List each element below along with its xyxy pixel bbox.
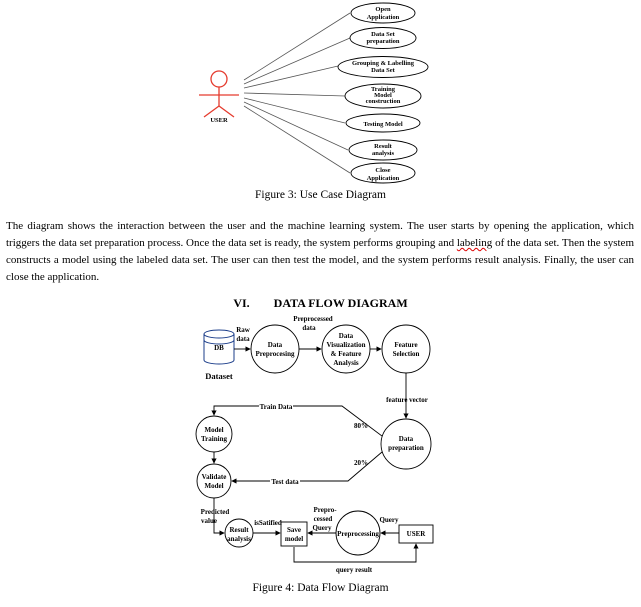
pct-80-label: 80% <box>354 422 368 430</box>
query-label: Query <box>379 516 399 524</box>
feature-l1: Feature <box>394 341 417 349</box>
predicted-l1: Predicted <box>201 508 230 516</box>
feature-l2: Selection <box>393 350 420 358</box>
preprocessed-data-l2: data <box>302 324 316 332</box>
use-case-close-application <box>350 162 416 184</box>
use-case-training-model <box>344 83 422 109</box>
uc-close-l2: Application <box>367 175 400 182</box>
arrow-validate-to-result <box>213 498 225 536</box>
preprocessing-label: Preprocessing <box>337 530 379 538</box>
uc-grp-l2: Data Set <box>371 67 395 74</box>
uc-train-l1: Training <box>371 86 396 93</box>
pq-l3: Query <box>312 524 332 532</box>
uc-result-l1: Result <box>374 143 393 150</box>
validate-l1: Validate <box>202 473 227 481</box>
actor-label: USER <box>210 117 228 124</box>
query-result-label: query result <box>336 566 373 574</box>
uc-open-l2: Application <box>367 14 400 21</box>
use-case-testing-model <box>345 113 421 133</box>
test-data-label: Test data <box>271 478 299 486</box>
use-case-open-application <box>350 2 416 24</box>
user-box-label: USER <box>407 530 427 538</box>
node-save-model <box>280 521 308 547</box>
use-case-data-set-preparation <box>349 27 417 49</box>
uc-dsp-l1: Data Set <box>371 31 395 38</box>
vis-l4: Analysis <box>333 359 359 367</box>
training-l2: Training <box>201 435 227 443</box>
figure-3-caption: Figure 3: Use Case Diagram <box>255 189 386 201</box>
training-l1: Model <box>204 426 223 434</box>
pq-l1: Prepro- <box>313 506 337 514</box>
database-icon <box>203 329 235 365</box>
uc-result-l2: analysis <box>372 150 395 157</box>
vis-l2: Visualization <box>326 341 365 349</box>
node-user <box>398 524 434 544</box>
vis-l3: & Feature <box>331 350 362 358</box>
prep-l2: preparation <box>388 444 424 452</box>
use-case-grouping-labelling <box>337 56 429 78</box>
use-case-result-analysis <box>348 139 418 161</box>
preprocessed-data-l1: Preprocessed <box>293 315 333 323</box>
node-data-preprocessing <box>250 324 300 374</box>
pct-20-label: 20% <box>354 459 368 467</box>
node-model-training <box>195 415 233 453</box>
data-flow-diagram: DB Dataset Raw data Preprocessed data <box>195 315 434 574</box>
predicted-l2: value <box>201 517 217 525</box>
paragraph-part-1: The diagram shows the interaction betwee… <box>6 220 634 249</box>
raw-data-l2: data <box>236 335 250 343</box>
figure-4-caption: Figure 4: Data Flow Diagram <box>252 582 389 594</box>
use-case-diagram: USER Open Application Data Set preparati… <box>199 2 429 184</box>
arrow-query-result <box>293 543 419 563</box>
raw-data-l1: Raw <box>236 326 251 334</box>
node-feature-selection <box>381 324 431 374</box>
preproc-l1: Data <box>268 341 283 349</box>
save-l2: model <box>285 535 303 543</box>
node-data-preparation <box>380 418 432 470</box>
uc-open-l1: Open <box>375 6 391 13</box>
section-title: DATA FLOW DIAGRAM <box>273 296 408 310</box>
pq-l2: cessed <box>314 515 333 523</box>
section-heading: VI. DATA FLOW DIAGRAM <box>0 296 641 311</box>
node-validate-model <box>196 463 232 499</box>
result-l2: analysis <box>227 535 251 543</box>
validate-l2: Model <box>204 482 223 490</box>
vis-l1: Data <box>339 332 354 340</box>
paragraph-part-2: of the data set. Then the system constru… <box>6 237 634 283</box>
uc-dsp-l2: preparation <box>366 38 399 45</box>
uc-test-l1: Testing Model <box>363 121 402 128</box>
db-label: DB <box>214 344 224 352</box>
is-satisfied-label: isSatified <box>254 519 282 527</box>
result-l1: Result <box>229 526 249 534</box>
user-actor-icon <box>199 70 239 118</box>
train-data-label: Train Data <box>260 403 293 411</box>
feature-vector-label: feature vector <box>386 396 428 404</box>
body-paragraph: The diagram shows the interaction betwee… <box>6 218 634 286</box>
association-lines <box>243 12 351 174</box>
uc-close-l1: Close <box>375 167 390 174</box>
uc-train-l3: construction <box>366 98 401 105</box>
uc-train-l2: Model <box>374 92 392 99</box>
arrow-train-data <box>211 405 383 437</box>
preproc-l2: Preprocesing <box>255 350 295 358</box>
dataset-label: Dataset <box>205 371 233 381</box>
save-l1: Save <box>287 526 301 534</box>
flagged-word: labeling <box>456 237 493 249</box>
uc-grp-l1: Grouping & Labelling <box>352 60 415 67</box>
section-number: VI. <box>233 296 250 310</box>
prep-l1: Data <box>399 435 414 443</box>
